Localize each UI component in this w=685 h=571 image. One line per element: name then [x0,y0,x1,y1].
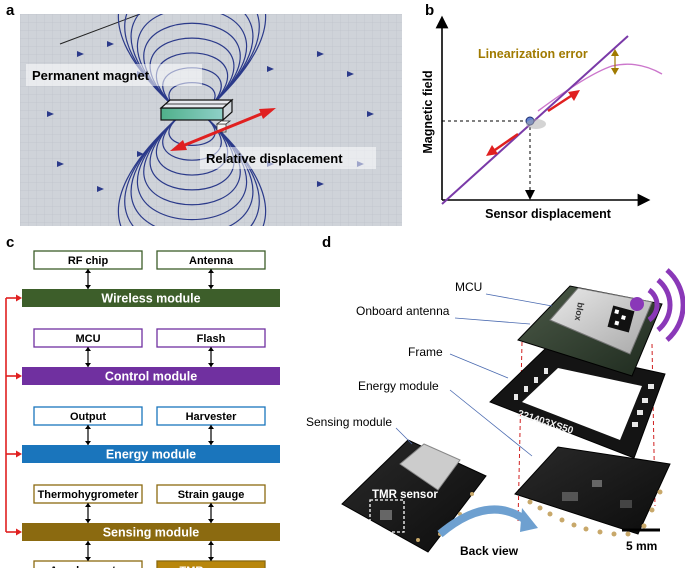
link-arrow-up [208,269,214,273]
submodule-label: TMR sensor [180,565,244,568]
chip-brand-text: blox [573,302,586,322]
field-arrow-head [47,111,54,117]
link-arrow-down [85,363,91,367]
sensing-module-board [341,439,487,553]
linearization-error-label: Linearization error [478,47,588,61]
panel-letter-c: c [6,234,15,251]
field-arrow-head [57,161,64,167]
link-arrow-up [85,503,91,507]
link-arrow-down [85,557,91,561]
panel-letter-a: a [6,2,15,19]
device-exploded-photo: 221403XS50 blox [306,268,685,558]
relative-displacement-label: Relative displacement [206,151,343,166]
submodule-label: Output [70,411,106,423]
frame-board: 221403XS50 [489,347,666,459]
field-line [162,113,222,161]
field-line [130,14,254,115]
module-bar [22,367,280,385]
submodule-label: Thermohygrometer [38,489,140,501]
energy-module-label: Energy module [358,379,439,393]
module-label: Wireless module [101,292,200,306]
link-arrow-up [208,425,214,429]
x-axis-label: Sensor displacement [485,207,612,221]
submodule-label: MCU [75,333,100,345]
sensor-cube [215,120,232,133]
field-arrow-head [317,181,324,187]
field-arrow-head [347,71,354,77]
submodule-label: Strain gauge [178,489,245,501]
link-arrow-up [85,425,91,429]
field-line [117,14,267,115]
wireless-signal-icon [630,268,685,342]
field-line [117,113,267,226]
field-line [137,14,247,115]
link-arrow-up [85,541,91,545]
link-arrow-up [85,269,91,273]
submodule-label: Flash [197,333,226,345]
mcu-module: blox [517,285,663,377]
mcu-label: MCU [455,280,482,294]
back-view-label: Back view [460,544,519,558]
link-arrow-up [85,347,91,351]
link-arrow-down [208,557,214,561]
field-arrow-head [97,186,104,192]
link-arrow-up [208,541,214,545]
field-arrow-head [107,41,114,47]
field-line [124,14,260,115]
link-arrow-up [208,503,214,507]
link-arrow-down [85,441,91,445]
link-arrow-down [85,519,91,523]
link-arrow-up [208,347,214,351]
module-bar [22,289,280,307]
field-arrow-head [267,66,274,72]
onboard-antenna-label: Onboard antenna [356,304,450,318]
panel-letter-d: d [322,234,332,251]
frame-label: Frame [408,345,443,359]
scale-bar-label: 5 mm [626,539,657,553]
energy-module-board [514,446,671,537]
power-bus-arrow [16,528,22,536]
module-label: Sensing module [103,526,200,540]
link-arrow-down [208,519,214,523]
field-arrow-head [137,151,144,157]
submodule-label: Accelerometer [50,565,127,568]
submodule-label: Harvester [186,411,237,423]
power-bus-arrow [16,372,22,380]
field-line [130,113,254,226]
link-arrow-down [208,441,214,445]
power-bus-arrow [16,294,22,302]
submodule-label: Antenna [189,255,234,267]
module-bar [22,445,280,463]
field-arrow-head [367,111,374,117]
submodule-label: RF chip [68,255,109,267]
link-arrow-down [208,285,214,289]
sensing-module-label: Sensing module [306,415,392,429]
field-arrow-head [77,51,84,57]
field-arrow-head [317,51,324,57]
field-line [155,113,229,176]
back-view-arrow [437,505,538,538]
linearization-plot: Linearization error Magnetic field Senso… [421,15,663,221]
permanent-magnet [159,98,234,122]
module-label: Energy module [106,448,196,462]
link-arrow-down [208,363,214,367]
module-label: Control module [105,370,197,384]
module-bar [22,523,280,541]
y-axis-label: Magnetic field [421,70,435,153]
tmr-sensor-label: TMR sensor [372,489,438,501]
link-arrow-down [85,285,91,289]
actual-response-curve [537,63,663,112]
panel-letter-b: b [425,2,435,19]
power-bus-arrow [16,450,22,458]
field-line [168,113,216,146]
magnet-field-simulation: Permanent magnet Relative displacement [20,14,402,226]
relative-displacement-arrow [170,108,276,151]
permanent-magnet-label: Permanent magnet [32,68,150,83]
field-line [124,113,260,226]
